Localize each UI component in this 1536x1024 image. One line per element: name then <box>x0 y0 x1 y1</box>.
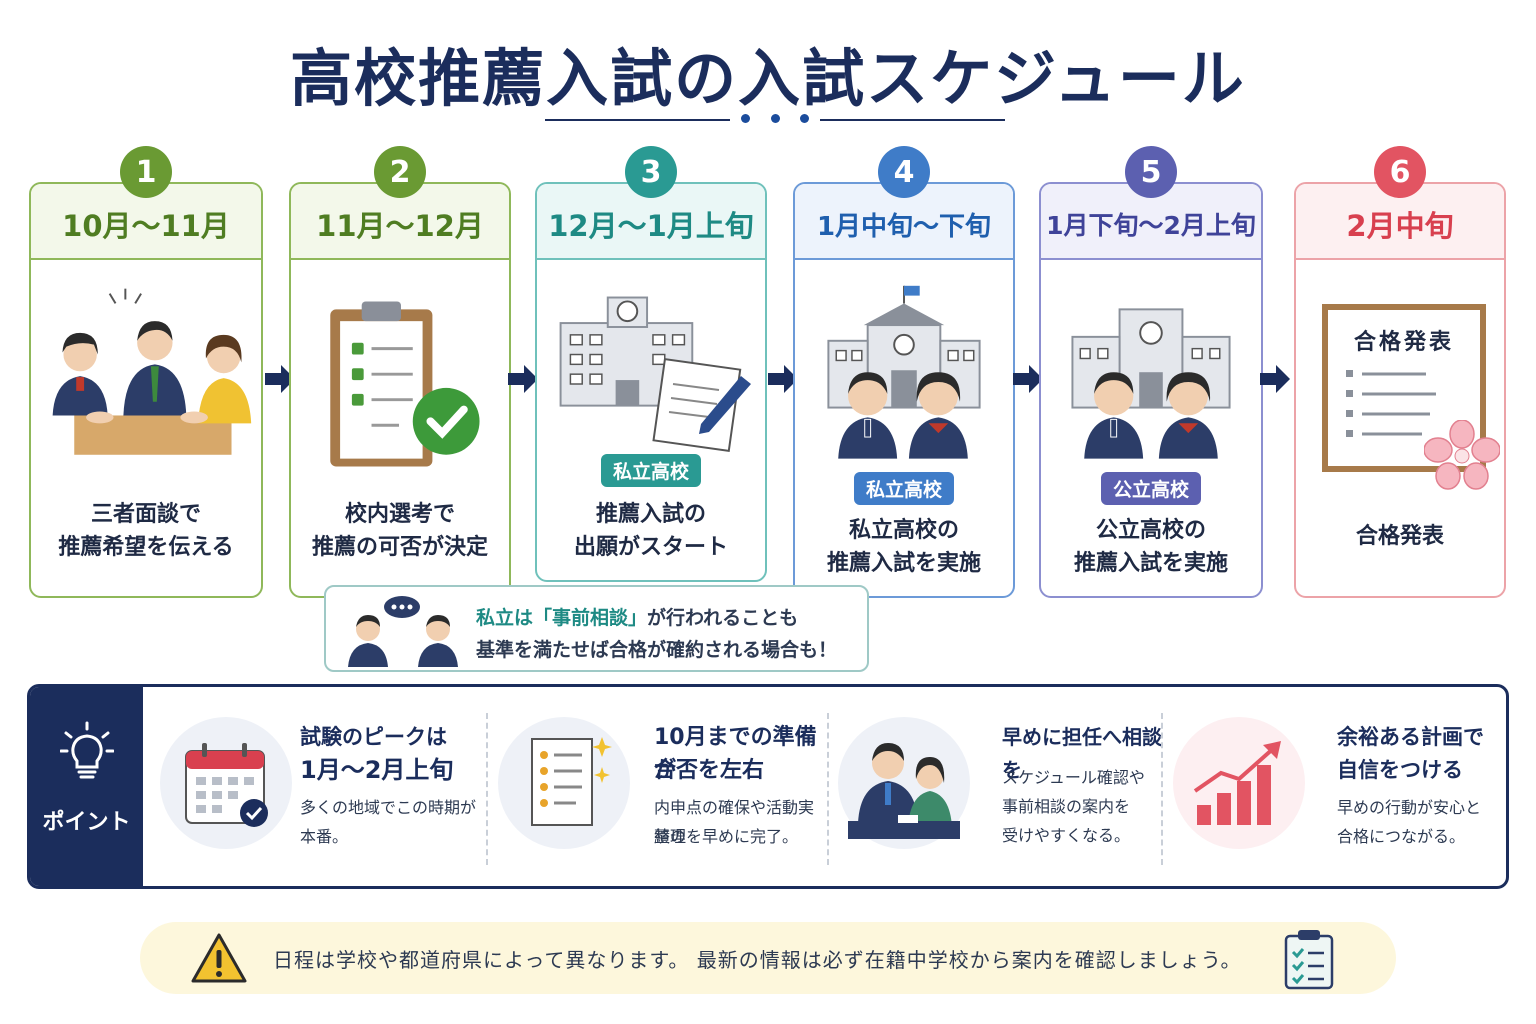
step-4-card: 4 1月中旬～下旬 私立高校 私立高校の 推薦入試を実施 <box>793 146 1015 598</box>
point-3-body-1: スケジュール確認や <box>1002 768 1145 787</box>
school-building-icon <box>827 285 981 459</box>
school-building-icon <box>1071 308 1231 459</box>
points-sidebar: ポイント <box>30 687 143 886</box>
step-2-desc-1: 校内選考で <box>344 502 455 527</box>
page-title: 高校推薦入試の入試スケジュール <box>290 42 1246 115</box>
step-6-number: 6 <box>1374 146 1426 198</box>
warning-banner: 日程は学校や都道府県によって異なります。 最新の情報は必ず在籍中学校から案内を確… <box>140 922 1396 994</box>
point-2-head-2: 合否を左右 <box>654 758 765 783</box>
point-3-body-3: 受けやすくなる。 <box>1002 826 1131 845</box>
step-5-desc-2: 推薦入試を実施 <box>1073 551 1228 576</box>
step-5-card: 5 1月下旬～2月上旬 公立高校 公立高校の 推薦入試を実施 <box>1039 146 1263 598</box>
point-1-body-1: 多くの地域でこの時期が <box>300 798 477 817</box>
note-line-1: が行われることも <box>647 607 799 629</box>
point-1: 試験のピークは 1月～2月上旬 多くの地域でこの時期が 本番。 <box>160 687 485 886</box>
board-title: 合格発表 <box>1353 330 1454 355</box>
consultation-note: 私立は「事前相談」が行われることも 基準を満たせば合格が確約される場合も！ <box>324 585 869 672</box>
point-2: 10月までの準備が 合否を左右 内申点の確保や活動実績の 整理を早めに完了。 <box>498 687 828 886</box>
step-1-card: 1 10月～11月 三者面談で 推薦希望を伝える <box>29 146 263 598</box>
point-2-head-1: 10月までの準備が <box>654 725 817 783</box>
note-highlight: 私立は「事前相談」 <box>476 607 648 629</box>
step-2-number: 2 <box>374 146 426 198</box>
step-6-desc-1: 合格発表 <box>1355 524 1444 549</box>
step-3-card: 3 12月～1月上旬 私立高校 推薦入試の 出願がスタート <box>535 146 767 582</box>
step-4-desc-1: 私立高校の <box>848 518 959 543</box>
step-4-tag: 私立高校 <box>853 472 955 505</box>
point-4-head-2: 自信をつける <box>1337 758 1463 782</box>
point-2-body-2: 整理を早めに完了。 <box>654 827 799 846</box>
point-1-head-2: 1月～2月上旬 <box>300 756 454 784</box>
step-1-number: 1 <box>120 146 172 198</box>
point-4-head-1: 余裕ある計画で <box>1337 725 1484 749</box>
step-2-card: 2 11月～12月 校内選考で 推薦の可否が決定 <box>289 146 511 598</box>
step-3-tag: 私立高校 <box>600 454 702 487</box>
point-3-head-1: 早めに担任へ相談を <box>1002 725 1162 782</box>
point-4: 余裕ある計画で 自信をつける 早めの行動が安心と 合格につながる。 <box>1173 687 1503 886</box>
document-pen-icon <box>652 357 751 453</box>
title-divider <box>545 113 1005 127</box>
point-4-body-1: 早めの行動が安心と <box>1337 798 1482 817</box>
warning-text: 日程は学校や都道府県によって異なります。 最新の情報は必ず在籍中学校から案内を確… <box>273 948 1242 972</box>
arrow-right-icon <box>265 365 295 393</box>
step-3-desc-1: 推薦入試の <box>595 502 706 527</box>
step-5-tag: 公立高校 <box>1100 472 1202 505</box>
point-3-body-2: 事前相談の案内を <box>1002 797 1131 816</box>
step-3-desc-2: 出願がスタート <box>573 535 728 560</box>
step-1-desc-1: 三者面談で <box>90 502 201 527</box>
points-label: ポイント <box>42 810 131 835</box>
arrow-right-icon <box>1260 365 1290 393</box>
step-6-card: 6 2月中旬 合格発表 合格発表 <box>1294 146 1506 598</box>
point-2-body-1: 内申点の確保や活動実績の <box>654 798 815 846</box>
step-2-desc-2: 推薦の可否が決定 <box>311 535 488 560</box>
cherry-blossom-icon <box>1424 420 1500 490</box>
step-1-desc-2: 推薦希望を伝える <box>58 535 234 560</box>
arrow-right-icon <box>1013 365 1043 393</box>
teacher-consult-icon <box>848 743 960 839</box>
warning-icon <box>191 933 247 983</box>
point-1-head-1: 試験のピークは <box>300 725 447 749</box>
meeting-people-icon <box>52 288 252 455</box>
checklist-stars-icon <box>531 737 612 826</box>
point-3: 早めに担任へ相談を スケジュール確認や 事前相談の案内を 受けやすくなる。 <box>838 687 1163 886</box>
step-4-desc-2: 推薦入試を実施 <box>826 551 981 576</box>
calendar-icon <box>185 743 268 827</box>
point-1-body-2: 本番。 <box>300 827 349 846</box>
arrow-right-icon <box>508 365 538 393</box>
lightbulb-icon <box>60 721 114 779</box>
step-3-number: 3 <box>625 146 677 198</box>
growth-chart-icon <box>1193 741 1281 825</box>
arrow-right-icon <box>768 365 798 393</box>
points-panel: ポイント 試験のピークは 1月～2月上旬 多くの地域でこの時期が 本番。 10月… <box>27 684 1509 889</box>
clipboard-check-icon <box>1284 930 1334 990</box>
step-5-desc-1: 公立高校の <box>1095 518 1206 543</box>
point-4-body-2: 合格につながる。 <box>1337 827 1466 846</box>
chat-consult-icon <box>348 596 458 667</box>
note-line-2: 基準を満たせば合格が確約される場合も！ <box>476 639 838 661</box>
step-5-number: 5 <box>1125 146 1177 198</box>
step-4-number: 4 <box>878 146 930 198</box>
clipboard-check-icon <box>330 301 480 467</box>
